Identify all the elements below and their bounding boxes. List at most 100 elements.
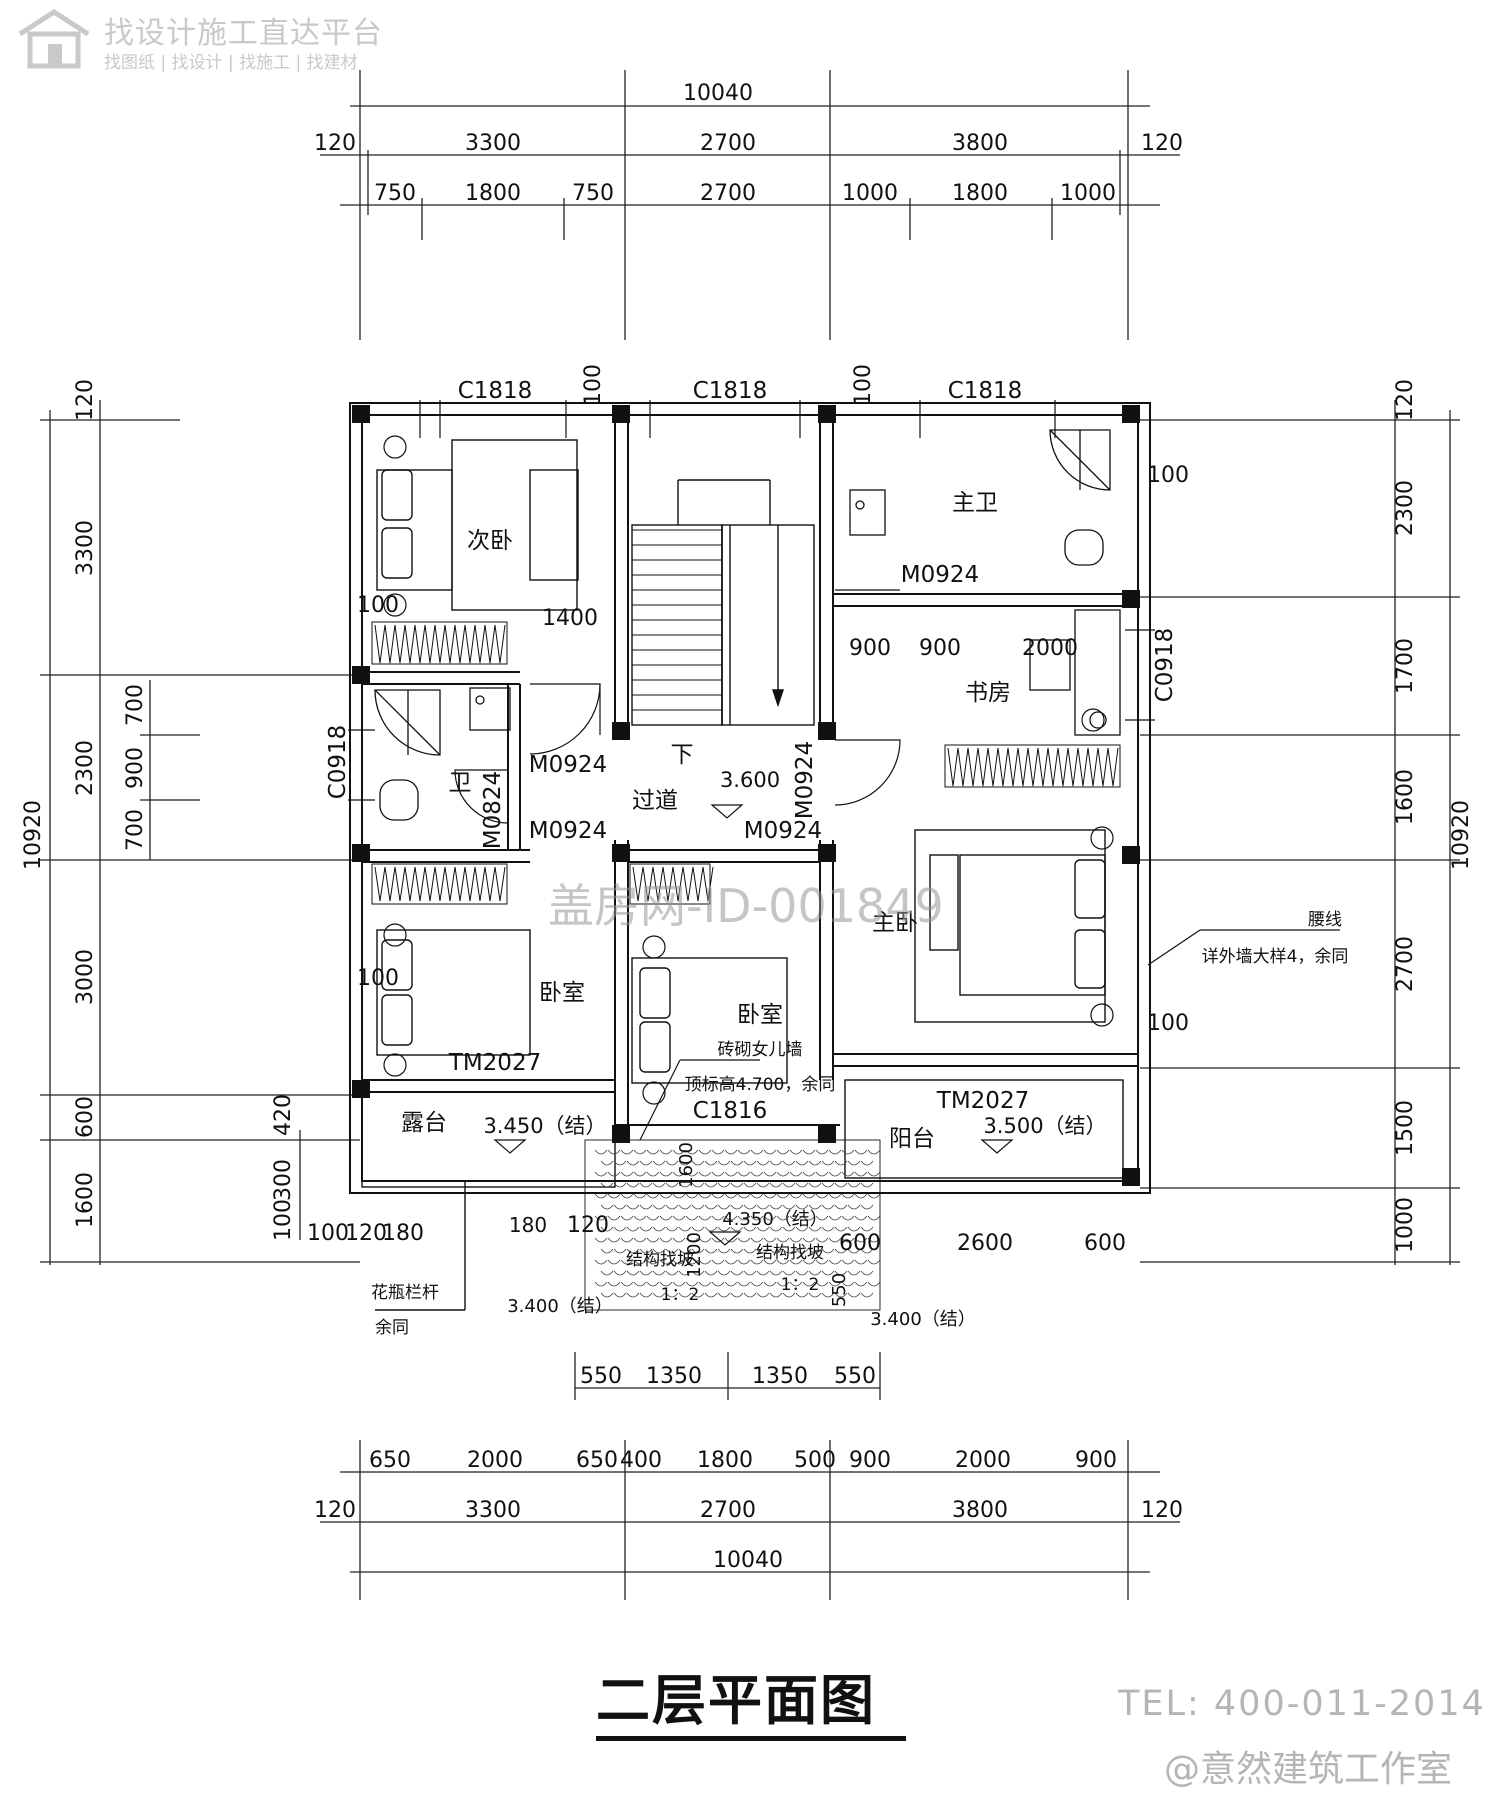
room-names: 次卧 卫 过道 下 主卫 书房 主卧 卧室 卧室 露台 阳台: [401, 490, 1011, 1152]
elev-canopy: 4.350（结）: [722, 1209, 828, 1230]
elev-balcony: 3.500（结）: [983, 1114, 1106, 1138]
dim-left-axis: 120: [73, 379, 98, 421]
stair-treads: [632, 529, 722, 711]
dim-top-axis: 3800: [952, 131, 1008, 156]
dim-study: 2000: [1022, 636, 1078, 661]
dim-balcony: 600: [1084, 1231, 1126, 1256]
door-code: TM2027: [448, 1050, 541, 1076]
dim-right-axis: 1700: [1393, 638, 1418, 694]
dim-left-window: 700: [123, 809, 148, 851]
room-master: 主卧: [872, 910, 918, 936]
dim-misc: 100: [1147, 463, 1189, 488]
stair-arrow: [772, 525, 784, 708]
dim-top-opening: 1000: [1060, 181, 1116, 206]
bed-furniture: [376, 439, 1106, 1084]
dim-left-bottom: 100: [307, 1221, 349, 1246]
dim-top-opening: 750: [374, 181, 416, 206]
dim-bottom-total: 10040: [713, 1548, 783, 1573]
note-railing: 花瓶栏杆: [371, 1283, 439, 1303]
door-code: M0924: [529, 818, 607, 844]
dim-top-axis: 120: [1141, 131, 1183, 156]
dim-bottom-opening: 400: [620, 1448, 662, 1473]
dim-top-axis: 2700: [700, 131, 756, 156]
elevation-text: 3.600 3.450（结） 3.500（结） 4.350（结） 3.400（结…: [483, 768, 1106, 1330]
left-dimension-lines: [40, 400, 360, 1265]
exterior-walls: [349, 402, 1151, 1194]
house-logo-icon: [14, 8, 94, 74]
door-code: M0824: [480, 771, 506, 849]
room-study: 书房: [965, 680, 1011, 706]
dim-left-axis: 3000: [73, 949, 98, 1005]
dim-corridor: 1400: [542, 606, 598, 631]
dim-left-axis: 1600: [73, 1172, 98, 1228]
dimension-text: 10040 120 3300 2700 3800 120 750 1800 75…: [307, 81, 1189, 1573]
dim-top-axis: 120: [314, 131, 356, 156]
room-balcony: 阳台: [889, 1126, 935, 1152]
drawing-title: 二层平面图: [596, 1669, 876, 1732]
note-waistline: 腰线: [1308, 910, 1342, 930]
dim-left-small: 300: [271, 1159, 296, 1201]
dim-bottom-opening: 650: [576, 1448, 618, 1473]
watermark-id-stamp: 盖房网-ID-001849: [548, 879, 944, 933]
dim-misc: 550: [829, 1273, 850, 1307]
dim-left-bottom: 120: [345, 1221, 387, 1246]
note-ratio-right: 1：2: [781, 1275, 820, 1295]
staircase: [631, 479, 815, 726]
dim-left-axis: 2300: [73, 740, 98, 796]
dim-misc: 100: [357, 593, 399, 618]
title-underline: [596, 1736, 906, 1741]
window-symbols: [348, 400, 1155, 801]
dim-bottom-axis: 3800: [952, 1498, 1008, 1523]
window-code: C0918: [325, 725, 351, 800]
annotation-notes: 砖砌女儿墙 顶标高4.700，余同 腰线 详外墙大样4，余同 花瓶栏杆 余同 结…: [371, 910, 1348, 1338]
note-railing-same: 余同: [375, 1318, 409, 1338]
room-down: 下: [671, 742, 694, 768]
dim-bottom-opening: 650: [369, 1448, 411, 1473]
dim-left-axis: 3300: [73, 520, 98, 576]
entrance-canopy-roof: [584, 1139, 881, 1311]
door-code: M0924: [529, 752, 607, 778]
dim-top-opening: 1800: [465, 181, 521, 206]
dim-misc: 180: [509, 1213, 547, 1237]
elev-terrace: 3.450（结）: [483, 1114, 606, 1138]
dim-bottom-opening: 2000: [467, 1448, 523, 1473]
note-waistline-detail: 详外墙大样4，余同: [1202, 947, 1349, 967]
watermark-links: 找图纸 | 找设计 | 找施工 | 找建材: [104, 53, 358, 73]
bottom-dimension-lines: [320, 1352, 1180, 1600]
dim-balcony: 600: [839, 1231, 881, 1256]
dim-bottom-opening: 900: [849, 1448, 891, 1473]
elev-corridor: 3.600: [720, 768, 780, 792]
dim-top-axis: 3300: [465, 131, 521, 156]
dim-right-axis: 1600: [1393, 769, 1418, 825]
dim-left-window: 700: [123, 684, 148, 726]
dim-left-total: 10920: [21, 800, 46, 870]
dim-left-bottom: 180: [382, 1221, 424, 1246]
dim-left-axis: 600: [73, 1096, 98, 1138]
window-code: C1816: [693, 1098, 768, 1124]
room-bath: 卫: [449, 770, 472, 796]
dim-misc: 100: [581, 364, 606, 406]
vertical-dimension-text: 10920 120 3300 2300 3000 600 1600 700 90…: [21, 364, 1474, 1307]
dim-bottom-axis: 120: [1141, 1498, 1183, 1523]
study-furniture: [1029, 609, 1121, 736]
dim-left-small: 420: [271, 1094, 296, 1136]
studio-credit: @意然建筑工作室: [1164, 1749, 1453, 1790]
dim-top-opening: 2700: [700, 181, 756, 206]
dim-top-opening: 1000: [842, 181, 898, 206]
dim-misc: 1600: [676, 1142, 697, 1188]
nightstands: [383, 435, 1114, 1105]
window-code: C1818: [458, 378, 533, 404]
window-code: C1818: [948, 378, 1023, 404]
room-corridor: 过道: [632, 788, 678, 814]
dim-bottom-axis: 120: [314, 1498, 356, 1523]
dim-top-total: 10040: [683, 81, 753, 106]
window-code: C0918: [1152, 628, 1178, 703]
room-bedroom-b: 卧室: [737, 1002, 783, 1028]
note-ratio-left: 1：2: [661, 1285, 700, 1305]
dim-balcony: 2600: [957, 1231, 1013, 1256]
door-code: M0924: [792, 741, 818, 819]
room-bedroom-a: 卧室: [539, 980, 585, 1006]
watermark-brand: 找设计施工直达平台: [104, 16, 383, 51]
dim-bottom-axis: 3300: [465, 1498, 521, 1523]
